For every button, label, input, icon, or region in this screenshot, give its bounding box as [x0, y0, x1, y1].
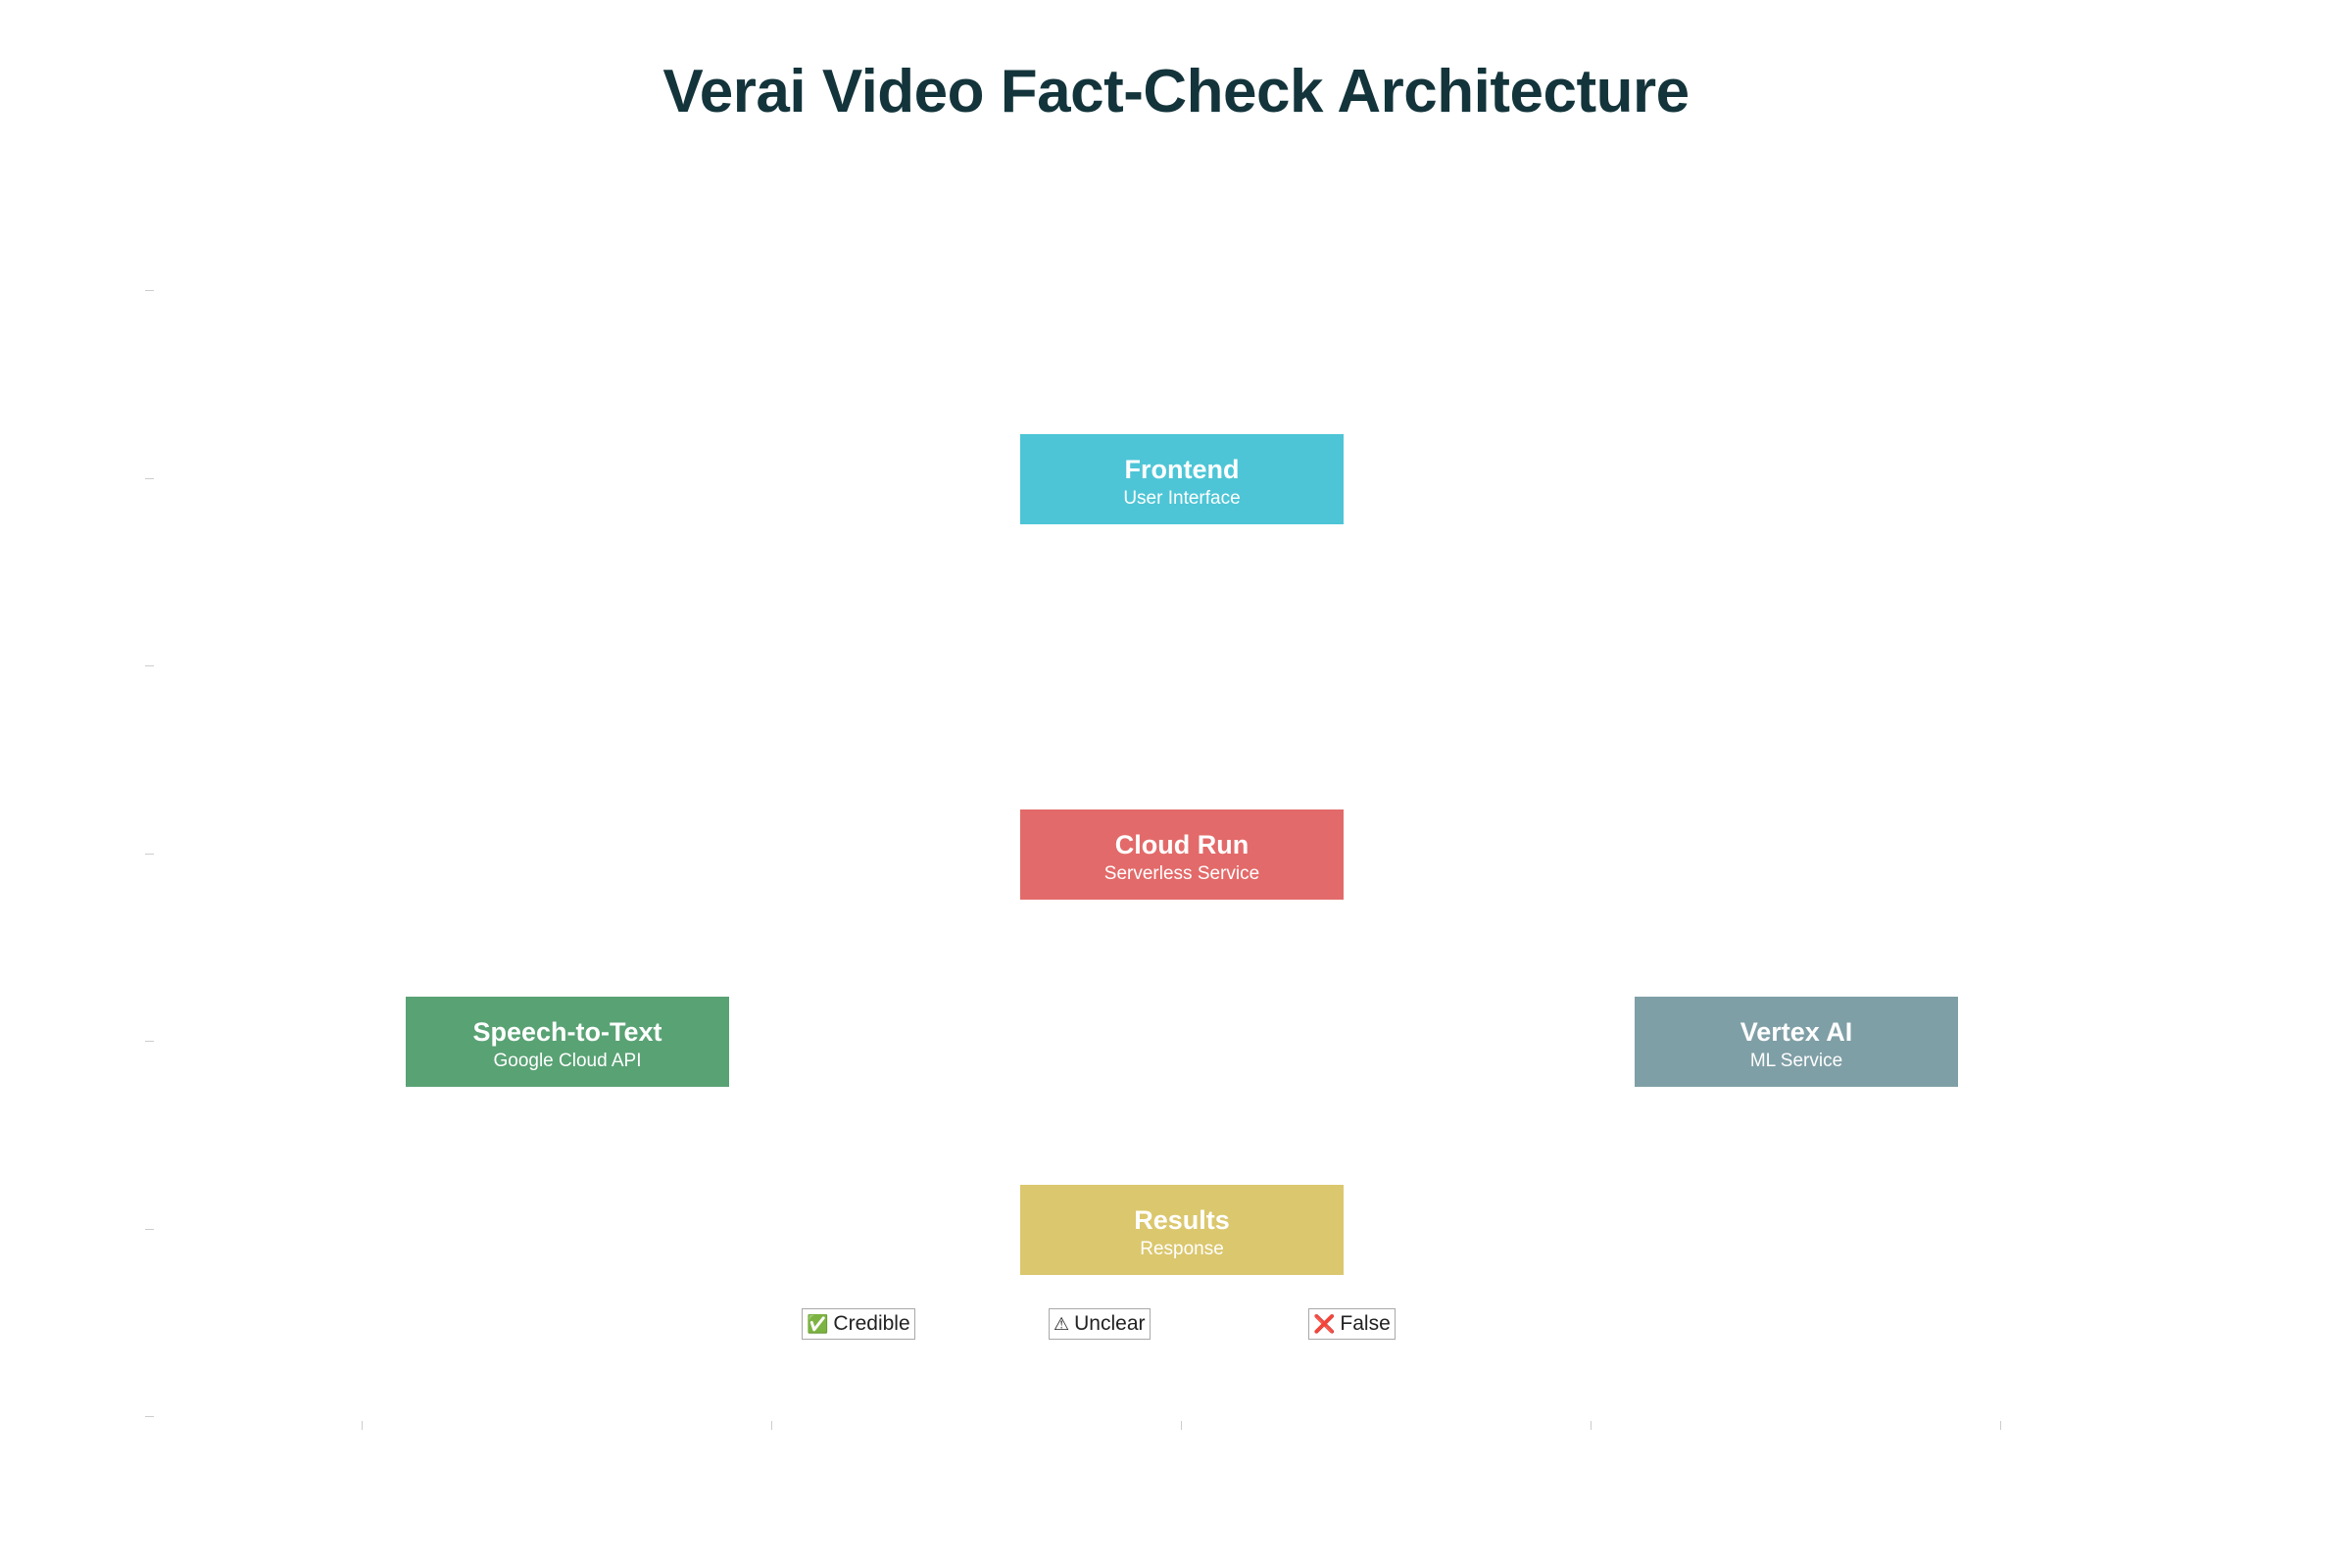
node-title: Speech-to-Text [472, 1017, 662, 1047]
axis-tick [145, 665, 154, 666]
axis-tick [145, 1041, 154, 1042]
node-title: Frontend [1124, 455, 1240, 484]
diagram-title: Verai Video Fact-Check Architecture [662, 58, 1690, 125]
cross-icon: ❌ [1313, 1314, 1336, 1334]
vertex-ai-node: Vertex AI ML Service [1635, 997, 1958, 1087]
badge-label: Unclear [1074, 1312, 1146, 1335]
warning-icon: ⚠ [1054, 1314, 1070, 1334]
node-subtitle: Google Cloud API [493, 1051, 642, 1071]
node-title: Vertex AI [1740, 1017, 1853, 1047]
axis-tick [145, 290, 154, 291]
results-node: Results Response [1020, 1185, 1344, 1275]
node-subtitle: ML Service [1749, 1051, 1843, 1071]
axis-tick [362, 1421, 363, 1430]
axis-tick [1181, 1421, 1182, 1430]
axis-tick [145, 1229, 154, 1230]
badge-label: False [1340, 1312, 1391, 1335]
badge-label: Credible [833, 1312, 910, 1335]
node-subtitle: Serverless Service [1103, 863, 1260, 884]
node-title: Results [1134, 1205, 1230, 1235]
axis-tick [771, 1421, 772, 1430]
unclear-badge: ⚠Unclear [1049, 1308, 1151, 1340]
credible-badge: ✅Credible [802, 1308, 915, 1340]
speech-to-text-node: Speech-to-Text Google Cloud API [406, 997, 729, 1087]
false-badge: ❌False [1308, 1308, 1396, 1340]
check-icon: ✅ [807, 1314, 829, 1334]
axis-tick [1591, 1421, 1592, 1430]
axis-tick [145, 854, 154, 855]
node-subtitle: User Interface [1123, 488, 1241, 509]
node-title: Cloud Run [1114, 830, 1250, 859]
axis-tick [145, 1416, 154, 1417]
axis-tick [145, 478, 154, 479]
cloud-run-node: Cloud Run Serverless Service [1020, 809, 1344, 900]
frontend-node: Frontend User Interface [1020, 434, 1344, 524]
node-subtitle: Response [1140, 1239, 1224, 1259]
axis-tick [2000, 1421, 2001, 1430]
